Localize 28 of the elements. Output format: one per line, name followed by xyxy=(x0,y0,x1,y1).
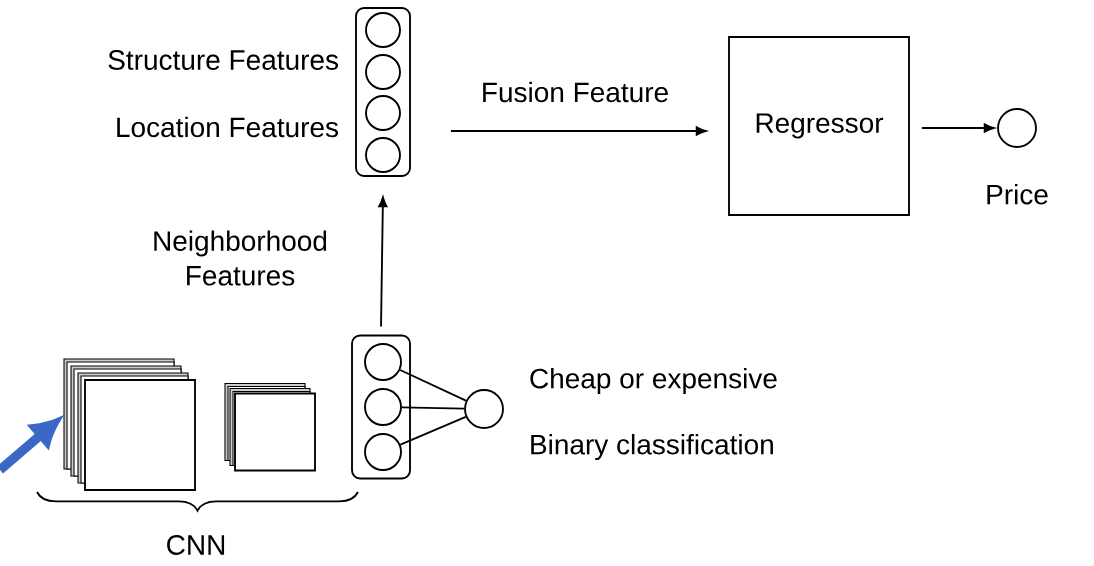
neuron-circle xyxy=(365,95,401,131)
side-label: Structure Features xyxy=(108,50,338,70)
neuron-circle xyxy=(364,343,402,381)
edge-label: Neighborhood Features xyxy=(154,230,327,286)
connection-line xyxy=(401,406,465,410)
neuron-column xyxy=(351,334,411,480)
neuron-circle xyxy=(364,433,402,471)
arrow xyxy=(921,123,995,133)
side-label: Price xyxy=(987,183,1048,205)
process-box: Regressor xyxy=(728,36,910,216)
neuron-circle xyxy=(364,388,402,426)
neuron-circle xyxy=(997,108,1037,148)
neuron-circle xyxy=(365,137,401,173)
side-label: Location Features xyxy=(117,116,338,138)
arrow xyxy=(450,126,707,136)
neuron-circle xyxy=(365,54,401,90)
feature-map-stack xyxy=(63,358,196,491)
arrow xyxy=(378,196,388,328)
side-label: Cheap or expensive xyxy=(530,367,777,395)
edge-label: Fusion Feature xyxy=(483,81,668,103)
neuron-column xyxy=(355,7,411,177)
neuron-circle xyxy=(365,12,401,48)
connection-line xyxy=(399,415,467,446)
connection-line xyxy=(399,369,467,402)
side-label: Binary classification xyxy=(531,433,773,461)
neuron-circle xyxy=(464,389,504,429)
feature-map-stack xyxy=(224,382,316,472)
group-label: CNN xyxy=(167,535,225,555)
